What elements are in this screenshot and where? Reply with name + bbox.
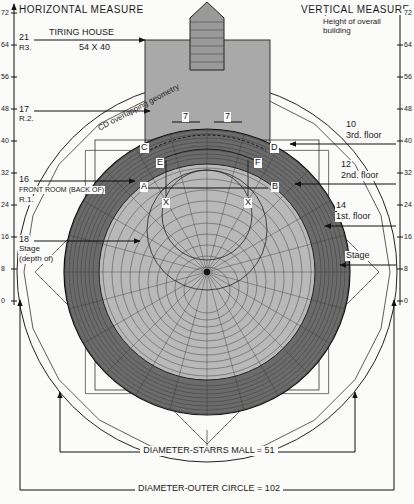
scale-number: 56 — [0, 73, 10, 81]
scale-number: 32 — [403, 169, 413, 177]
measure-arrows — [14, 4, 400, 490]
geometry-circle — [204, 269, 210, 275]
heading: HORIZONTAL MEASURE — [18, 4, 145, 15]
measure-label: FRONT ROOM (BACK OF) — [18, 186, 105, 194]
scale-number: 16 — [403, 233, 413, 241]
measure-label: 21 — [18, 33, 30, 43]
measure-label: Stage — [345, 251, 371, 261]
scale-number: 48 — [403, 105, 413, 113]
measure-label: 1st. floor — [335, 212, 372, 222]
scale-number: 24 — [0, 201, 10, 209]
scale-ticks — [11, 13, 403, 301]
geometry — [17, 2, 397, 462]
geometry-letter: X — [162, 198, 170, 208]
measure-label: R3. — [18, 44, 32, 53]
measure-label: 3rd. floor — [345, 131, 383, 141]
square-frame — [35, 100, 379, 444]
scale-number: 16 — [0, 233, 10, 241]
scale-number: 32 — [0, 169, 10, 177]
geometry-letter: C — [140, 143, 149, 153]
geometry-letter: F — [254, 158, 262, 168]
measure-label: Stage — [18, 245, 41, 254]
geometry-letter: E — [156, 158, 164, 168]
scale-number: 40 — [0, 137, 10, 145]
measure-label: R.2. — [18, 115, 35, 124]
measure-label: 14 — [335, 201, 347, 211]
measure-label: Height of overall building — [322, 18, 386, 36]
scale-number: 0 — [0, 297, 6, 305]
scale-number: 48 — [0, 105, 10, 113]
scale-number: 24 — [403, 201, 413, 209]
geometry-letter: X — [244, 198, 252, 208]
scale-number: 8 — [403, 265, 409, 273]
heading: VERTICAL MEASURE — [300, 4, 411, 15]
scale-number: 56 — [403, 73, 413, 81]
measure-label: 7 — [224, 112, 231, 122]
measure-label: R.1. — [18, 196, 35, 205]
geometry-letter: B — [271, 182, 279, 192]
scale-number: 40 — [403, 137, 413, 145]
measure-label: 2nd. floor — [340, 171, 380, 181]
scale-number: 8 — [0, 265, 6, 273]
geometry-circle — [17, 82, 397, 462]
geometry-letter: D — [270, 143, 279, 153]
geometry-circle — [65, 130, 349, 414]
measure-label: (depth of) — [18, 255, 54, 264]
measure-label: 54 X 40 — [78, 43, 111, 53]
measure-label: 17 — [18, 105, 30, 115]
measure-label: DIAMETER-OUTER CIRCLE = 102 — [135, 484, 283, 494]
measure-label: DIAMETER-STARRS MALL = 51 — [140, 446, 277, 456]
measure-label: 18 — [18, 235, 30, 245]
measure-label: 16 — [18, 175, 30, 185]
measure-label: CD overlapping geometry — [96, 82, 182, 133]
measure-label: 12 — [340, 160, 352, 170]
scale-number: 0 — [403, 297, 409, 305]
scale-number: 64 — [403, 41, 413, 49]
geometry-circle — [64, 129, 350, 415]
measure-label: TIRING HOUSE — [48, 28, 115, 38]
scale-number: 64 — [0, 41, 10, 49]
geometry-letter: A — [140, 182, 148, 192]
measure-label: 7 — [182, 112, 189, 122]
scale-number: 72 — [403, 9, 413, 17]
scale-number: 72 — [0, 9, 10, 17]
spire — [190, 2, 224, 70]
measure-label: 10 — [345, 120, 357, 130]
